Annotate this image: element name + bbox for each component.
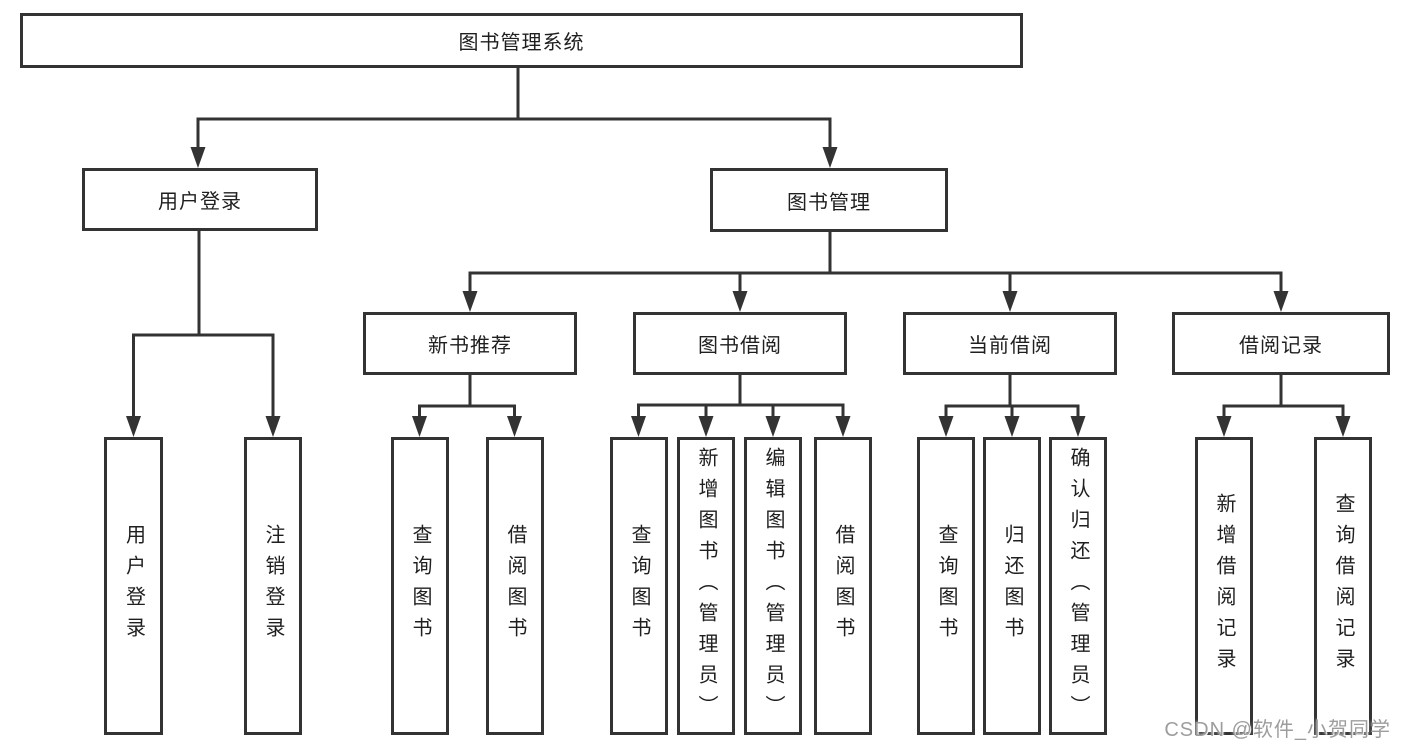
arrowhead-icons (126, 147, 1351, 437)
node-book-borrow: 图书借阅 (633, 312, 847, 375)
leaf-query-books-borrow: 查询图书 (610, 437, 668, 735)
node-new-book-recommend: 新书推荐 (363, 312, 577, 375)
leaf-query-books-current: 查询图书 (917, 437, 975, 735)
leaf-add-borrow-record: 新增借阅记录 (1195, 437, 1253, 735)
connector-strokes (132, 68, 1345, 418)
leaf-edit-book-admin: 编辑图书（管理员） (744, 437, 802, 735)
leaf-logout: 注销登录 (244, 437, 302, 735)
leaf-borrow-books-recommend: 借阅图书 (486, 437, 544, 735)
node-borrow-records: 借阅记录 (1172, 312, 1390, 375)
node-current-borrow: 当前借阅 (903, 312, 1117, 375)
leaf-add-book-admin: 新增图书（管理员） (677, 437, 735, 735)
watermark: CSDN @软件_小贺同学 (1164, 719, 1391, 741)
leaf-confirm-return-admin: 确认归还（管理员） (1049, 437, 1107, 735)
leaf-user-login: 用户登录 (104, 437, 163, 735)
node-system-root: 图书管理系统 (20, 13, 1023, 68)
leaf-return-book: 归还图书 (983, 437, 1041, 735)
node-book-management: 图书管理 (710, 168, 948, 232)
leaf-query-borrow-record: 查询借阅记录 (1314, 437, 1372, 735)
node-user-login: 用户登录 (82, 168, 318, 231)
leaf-query-books-recommend: 查询图书 (391, 437, 449, 735)
leaf-borrow-books: 借阅图书 (814, 437, 872, 735)
